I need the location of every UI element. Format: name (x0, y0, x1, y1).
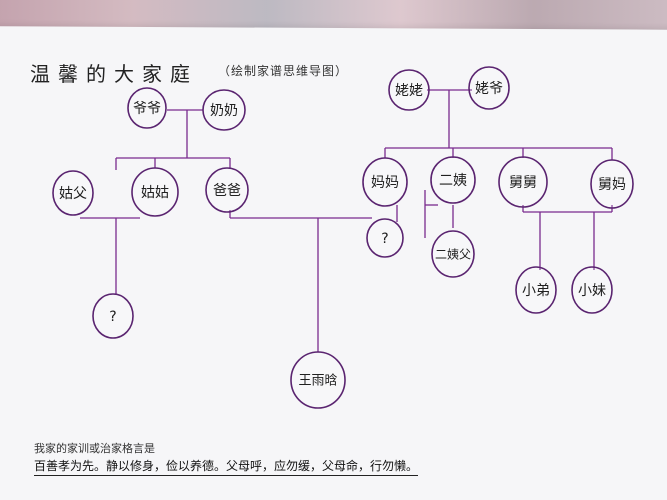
label-aunt: 姑姑 (141, 185, 169, 201)
label-uncle-in-law: 姑父 (59, 186, 87, 202)
label-self: 王雨晗 (298, 373, 337, 389)
label-maternal-grandma: 姥姥 (395, 83, 423, 99)
label-second-aunt-husband: 二姨父 (435, 248, 471, 262)
label-grandma: 奶奶 (210, 103, 238, 119)
connector-lines (80, 89, 613, 352)
family-motto: 百善孝为先。静以修身，俭以养德。父母呼，应勿缓，父母命，行勿懒。 (34, 457, 419, 476)
node-unknown-mid (366, 218, 404, 258)
node-unknown-left (92, 293, 134, 339)
label-unknown-mid: ? (381, 231, 388, 247)
label-mom: 妈妈 (371, 175, 399, 191)
node-little-sister (571, 266, 613, 314)
node-maternal-uncle (498, 156, 548, 208)
node-self (290, 351, 346, 409)
node-dad (205, 167, 249, 213)
node-uncle-in-law (52, 170, 94, 216)
label-little-brother: 小弟 (522, 283, 550, 299)
label-maternal-uncle-wife: 舅妈 (598, 177, 626, 193)
label-little-sister: 小妹 (578, 283, 606, 299)
node-grandma (202, 89, 246, 131)
label-maternal-uncle: 舅舅 (509, 175, 537, 191)
page-subtitle: （绘制家谱思维导图） (218, 64, 349, 78)
node-grandpa (127, 87, 167, 129)
node-mom (362, 157, 408, 207)
label-maternal-grandpa: 姥爷 (475, 81, 503, 97)
node-maternal-grandpa (468, 66, 510, 110)
node-maternal-grandma (388, 69, 430, 111)
label-grandpa: 爷爷 (133, 101, 161, 117)
label-second-aunt: 二姨 (439, 173, 467, 189)
node-aunt (131, 167, 179, 217)
node-second-aunt-husband (431, 230, 475, 278)
motto-intro: 我家的家训或治家格言是 (34, 442, 155, 455)
label-dad: 爸爸 (213, 183, 241, 199)
label-unknown-left: ? (109, 309, 116, 325)
node-second-aunt (430, 156, 476, 204)
page-title: 温馨的大家庭 (30, 62, 198, 86)
node-little-brother (515, 266, 557, 314)
node-maternal-uncle-wife (590, 159, 634, 209)
